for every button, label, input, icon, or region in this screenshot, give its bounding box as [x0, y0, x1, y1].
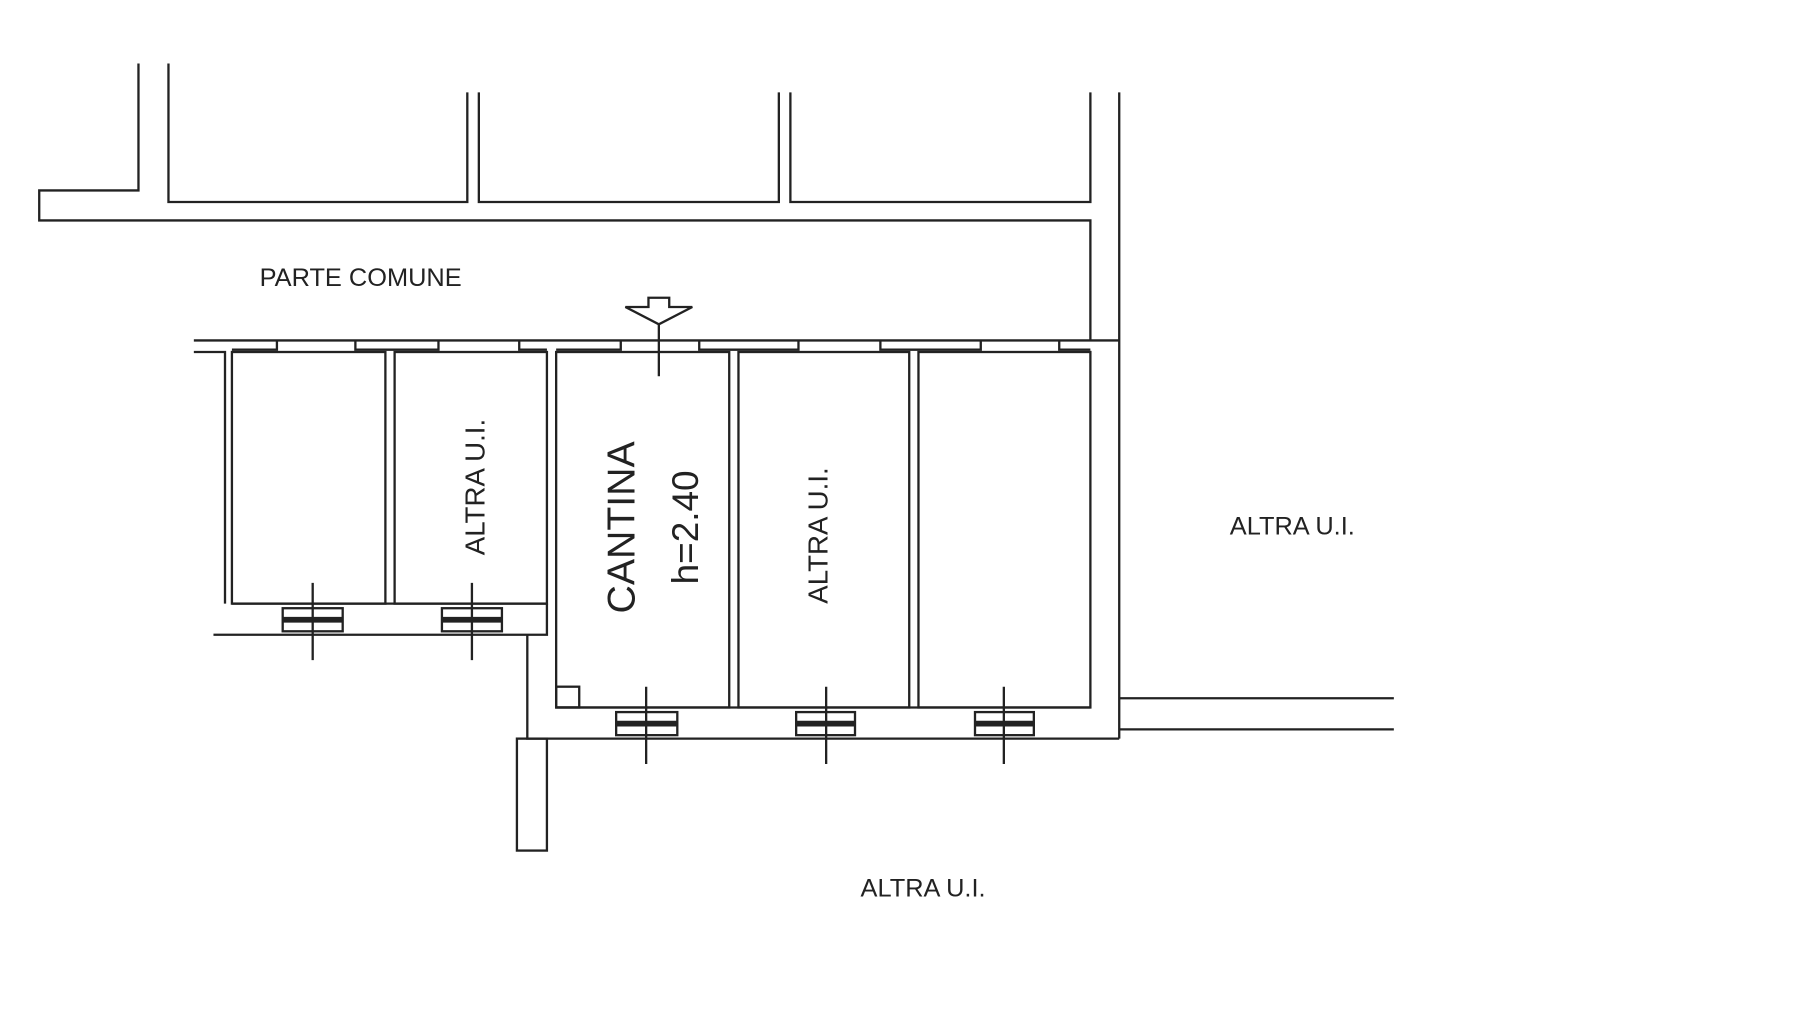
other-unit-label: ALTRA U.I. [861, 875, 986, 903]
other-unit-label: ALTRA U.I. [1230, 512, 1355, 540]
windows [281, 582, 1035, 765]
cell-5 [917, 350, 1092, 709]
cellar-label: CANTINA [600, 441, 644, 614]
door-jambs [231, 340, 1091, 351]
common-area-label: PARTE COMUNE [260, 264, 462, 292]
corner-square [554, 685, 581, 709]
rooms [230, 350, 1092, 709]
other-unit-label: ALTRA U.I. [802, 467, 833, 603]
other-unit-label: ALTRA U.I. [460, 419, 491, 555]
cell-1 [230, 350, 387, 605]
entrance-arrow-icon [624, 296, 693, 377]
walls [38, 63, 1394, 852]
cellar-height-label: h=2.40 [665, 470, 706, 584]
